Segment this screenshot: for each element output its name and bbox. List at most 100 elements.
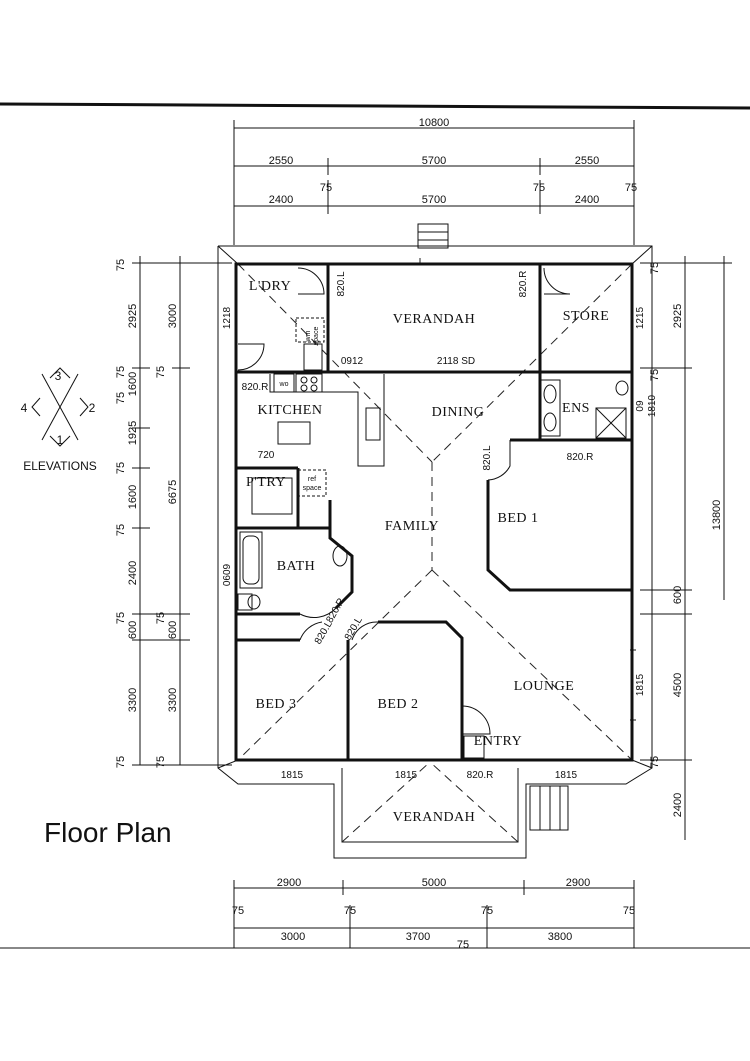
dim-right-outer: 13800 (711, 500, 723, 531)
ref-label: ref (308, 476, 316, 483)
window-label: 1815 (395, 770, 418, 781)
door-label: 820.R (518, 271, 529, 298)
dim-top-r1: 2550 (269, 155, 293, 167)
dim-left-outer: 1600 (127, 485, 139, 509)
dim-top-r2: 5700 (422, 194, 446, 206)
dim-bottom-r1: 5000 (422, 877, 446, 889)
dim-overall-width: 10800 (419, 117, 450, 129)
walls (234, 262, 634, 762)
dim-bottom-r4: 75 (457, 939, 469, 951)
dim-bottom-r3: 3000 (281, 931, 305, 943)
elevation-2: 2 (89, 401, 96, 415)
room-laundry: L'DRY (249, 279, 291, 294)
dim-right-outer: 75 (649, 262, 661, 274)
sliding-door-label: 2118 SD (437, 356, 475, 367)
door-label: 820.R (242, 382, 269, 393)
elevation-3: 3 (55, 369, 62, 383)
ref-space-label: space (303, 485, 322, 492)
dim-left-outer: 1925 (127, 421, 139, 445)
window-label: 1815 (281, 770, 304, 781)
room-kitchen: KITCHEN (258, 403, 323, 418)
dim-left-outer: 75 (115, 366, 127, 378)
front-steps (417, 223, 569, 831)
dim-left-outer: 75 (115, 392, 127, 404)
dim-top-r2: 75 (320, 182, 332, 194)
wm-label: wm (305, 330, 312, 342)
dim-left-inner: 75 (155, 366, 167, 378)
window-label: 1815 (635, 673, 646, 696)
dim-bottom-r1: 2900 (277, 877, 301, 889)
fixtures: wm space wo ref space (237, 317, 636, 721)
window-label: 1218 (222, 306, 233, 329)
room-dining: DINING (432, 405, 485, 420)
room-bath: BATH (277, 559, 316, 574)
room-lounge: LOUNGE (514, 679, 575, 694)
dim-top-r2: 2400 (575, 194, 599, 206)
dim-left-outer: 75 (115, 612, 127, 624)
dim-right-outer: 2925 (672, 304, 684, 328)
door-label: 820.L (482, 445, 493, 470)
dim-right-outer: 2400 (672, 793, 684, 817)
opening-label: 720 (258, 450, 275, 461)
dim-top-r1: 5700 (422, 155, 446, 167)
wm-space-label: space (313, 327, 320, 346)
dim-bottom-r2: 75 (623, 905, 635, 917)
dim-left-outer: 75 (115, 462, 127, 474)
dim-bottom-r3: 3700 (406, 931, 430, 943)
dim-bottom-r1: 2900 (566, 877, 590, 889)
dim-bottom-r2: 75 (232, 905, 244, 917)
room-store: STORE (563, 309, 610, 324)
room-family: FAMILY (385, 519, 439, 534)
room-pantry: P'TRY (246, 475, 286, 490)
dim-bottom-r2: 75 (344, 905, 356, 917)
dim-right-outer: 75 (649, 369, 661, 381)
room-bed3: BED 3 (256, 697, 297, 712)
dim-left-inner: 6675 (167, 480, 179, 504)
dim-bottom-r3: 3800 (548, 931, 572, 943)
room-ensuite: ENS (562, 401, 590, 416)
roof-hip-lines (237, 258, 633, 761)
elevation-4: 4 (21, 401, 28, 415)
page-title: Floor Plan (44, 817, 172, 848)
dim-left-outer: 3300 (127, 688, 139, 712)
room-labels: L'DRY VERANDAH STORE KITCHEN DINING ENS … (246, 279, 609, 825)
roof-outline (217, 245, 653, 859)
dim-right-outer: 600 (672, 586, 684, 604)
window-label: 1810 (647, 394, 658, 417)
dim-top-r2: 75 (625, 182, 637, 194)
dim-left-outer: 75 (115, 524, 127, 536)
window-label: 1215 (635, 306, 646, 329)
door-swings (237, 267, 571, 759)
door-label: 820.L (313, 619, 335, 647)
dim-left-outer: 2925 (127, 304, 139, 328)
sheet-top-border (0, 102, 750, 110)
dim-left-inner: 3300 (167, 688, 179, 712)
left-dimensions: 75 2925 75 1600 75 1925 75 1600 75 2400 … (115, 256, 232, 768)
dim-left-outer: 2400 (127, 561, 139, 585)
room-verandah-bottom: VERANDAH (393, 810, 476, 825)
door-label: 820.R (567, 452, 594, 463)
dim-top-r2: 2400 (269, 194, 293, 206)
room-verandah-top: VERANDAH (393, 312, 476, 327)
top-dimensions: 10800 2550 5700 2550 2400 75 5700 75 240… (233, 117, 637, 245)
window-label: 0609 (222, 563, 233, 586)
dim-top-r2: 75 (533, 182, 545, 194)
dim-left-inner: 600 (167, 621, 179, 639)
room-bed1: BED 1 (498, 511, 539, 526)
window-label: 1815 (555, 770, 578, 781)
dim-left-outer: 1600 (127, 372, 139, 396)
dim-left-outer: 600 (127, 621, 139, 639)
window-label: 09 (635, 400, 646, 412)
right-dimensions: 75 2925 75 13800 600 4500 75 2400 (640, 256, 732, 840)
elevations-label: ELEVATIONS (23, 459, 97, 473)
dim-right-outer: 4500 (672, 673, 684, 697)
room-bed2: BED 2 (378, 697, 419, 712)
dim-left-inner: 75 (155, 756, 167, 768)
elevations-marker: 3 4 2 1 ELEVATIONS (21, 367, 97, 473)
dim-left-inner: 3000 (167, 304, 179, 328)
room-entry: ENTRY (474, 734, 522, 749)
window-label: 0912 (341, 356, 364, 367)
wall-oven-label: wo (279, 381, 289, 388)
dim-right-outer: 75 (649, 756, 661, 768)
